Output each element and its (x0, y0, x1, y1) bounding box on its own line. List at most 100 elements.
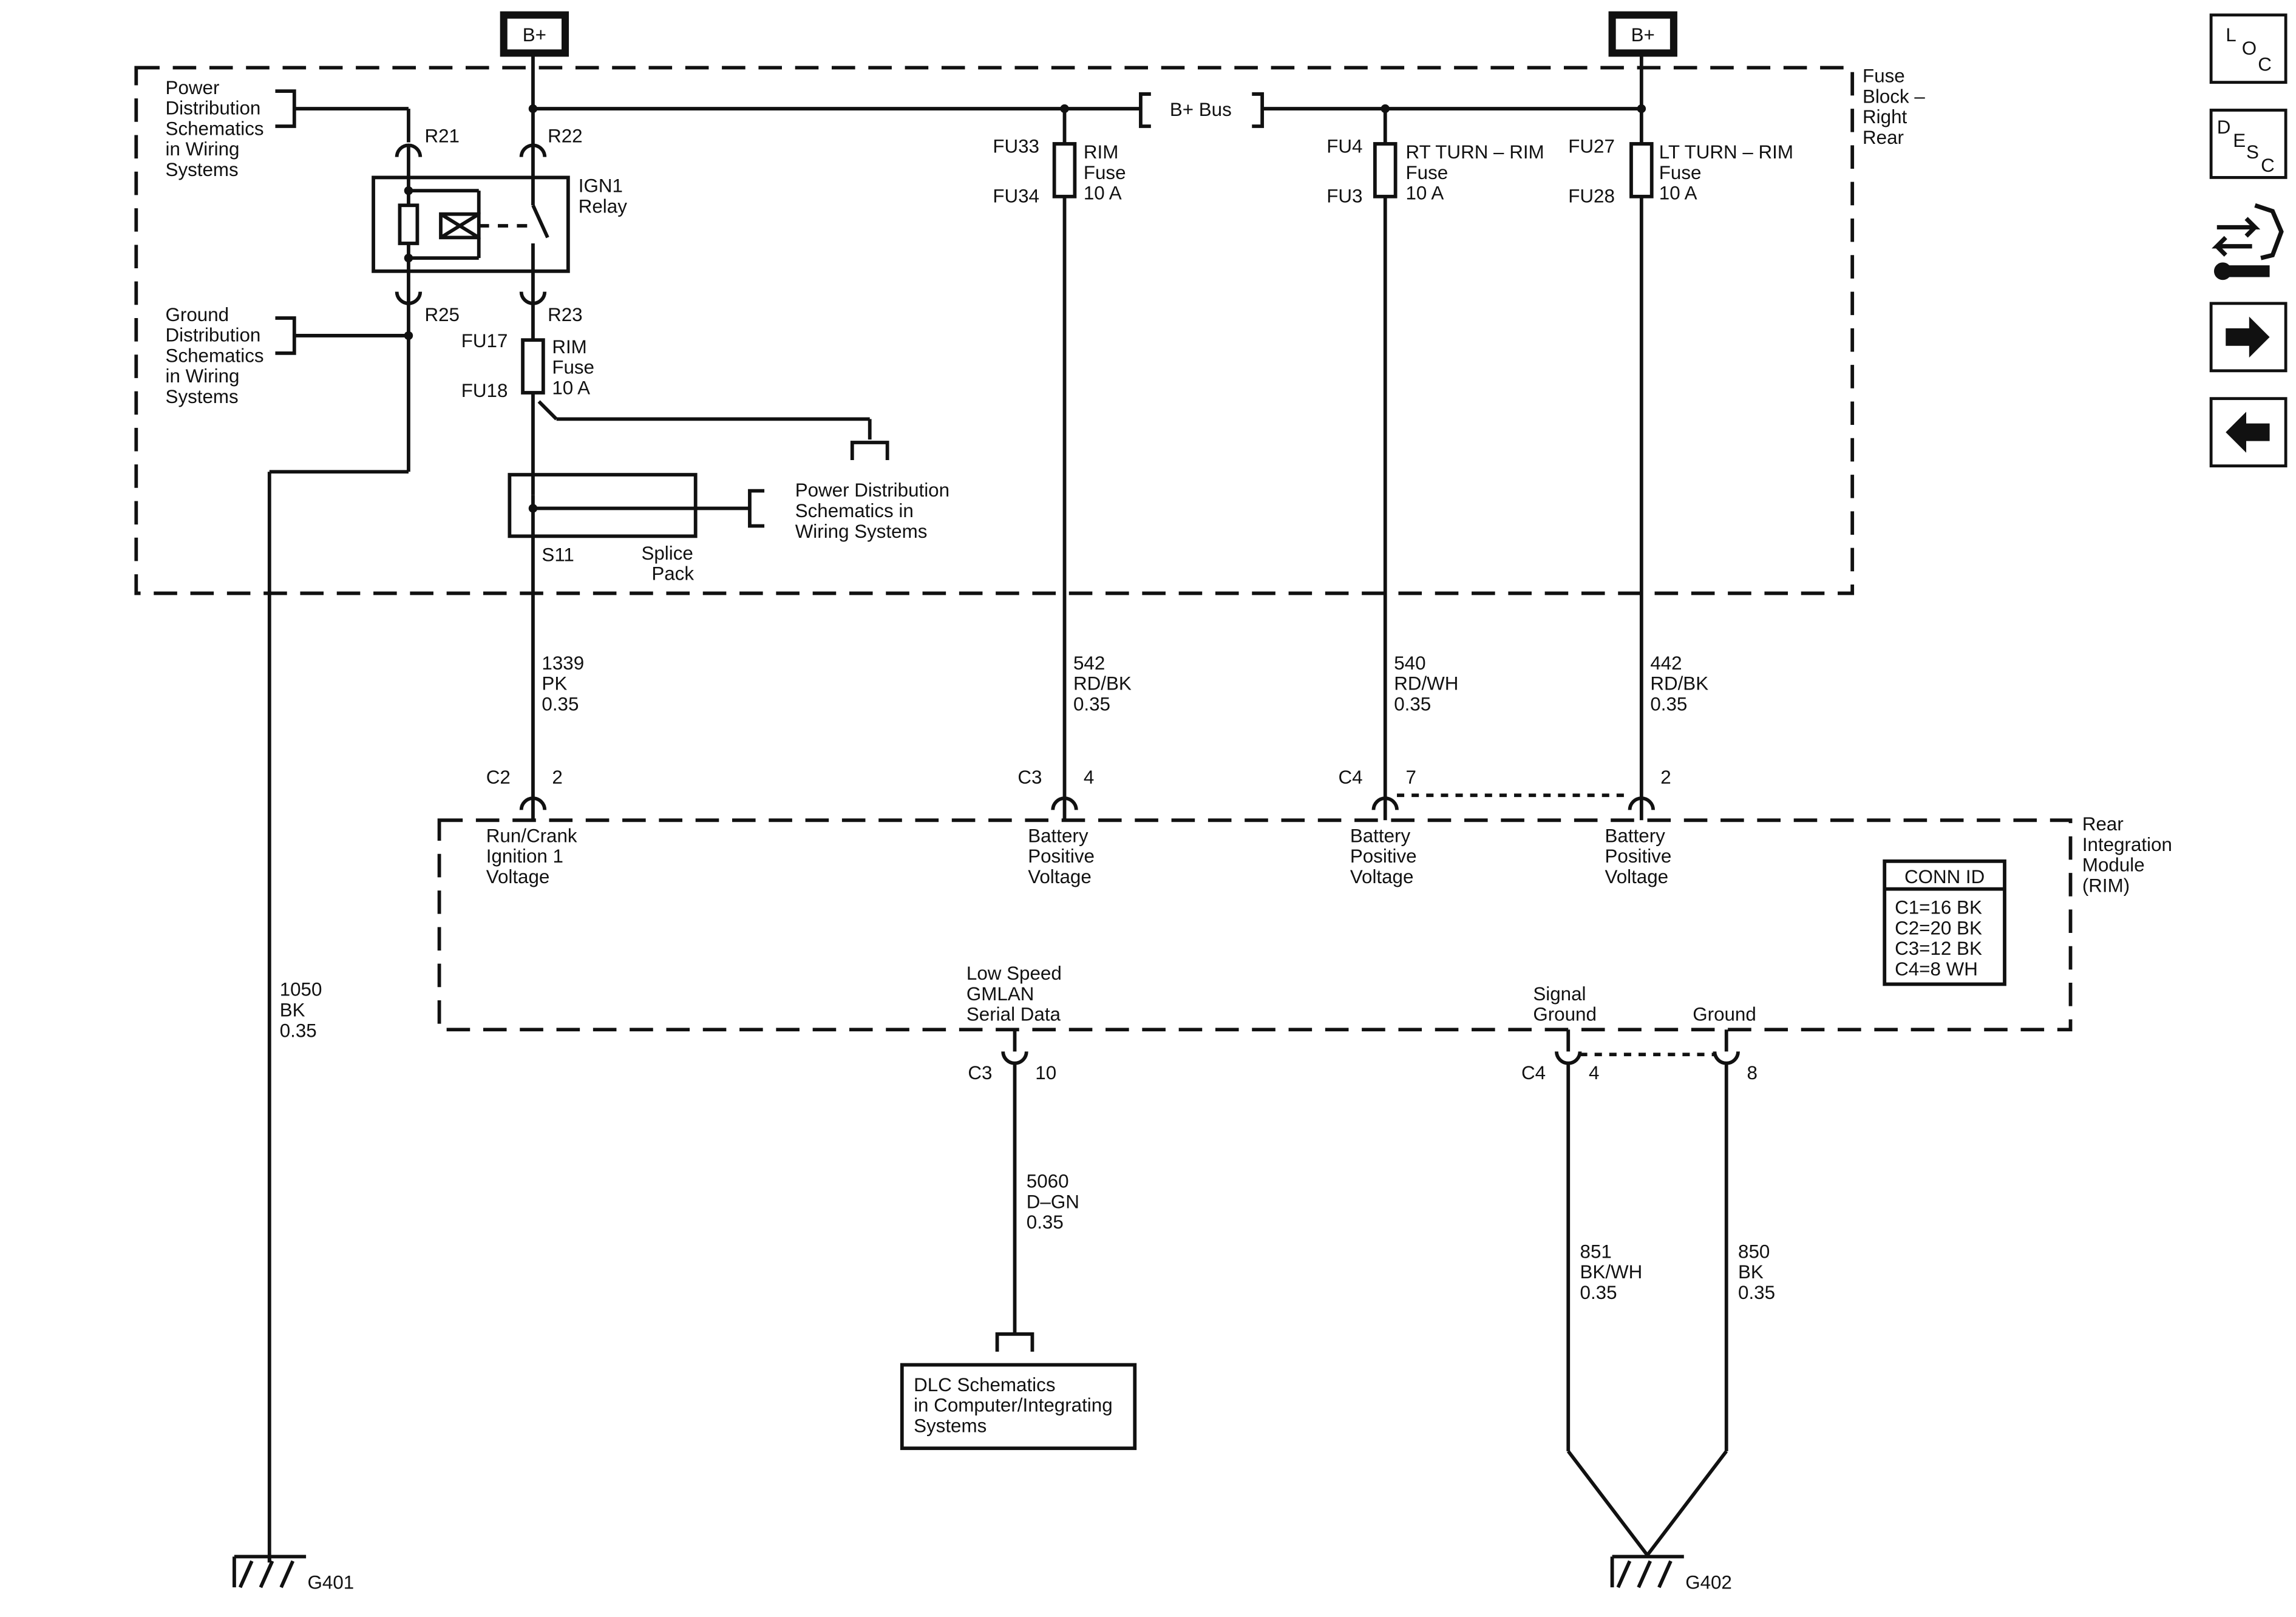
svg-text:IGN1: IGN1 (579, 175, 623, 197)
svg-text:O: O (2242, 38, 2257, 59)
svg-text:GMLAN: GMLAN (966, 983, 1034, 1005)
svg-text:RD/WH: RD/WH (1394, 673, 1458, 694)
rim-output-ground: Ground (1693, 1004, 1756, 1025)
svg-text:Battery: Battery (1605, 825, 1666, 846)
svg-text:S11: S11 (542, 544, 574, 565)
svg-text:RD/BK: RD/BK (1650, 673, 1708, 694)
svg-text:FU17: FU17 (461, 330, 508, 351)
rim-input-run-crank: Run/Crank Ignition 1 Voltage (486, 825, 577, 887)
svg-text:10 A: 10 A (1406, 183, 1444, 204)
svg-text:Splice: Splice (641, 543, 693, 564)
svg-text:Low Speed: Low Speed (966, 963, 1062, 984)
svg-text:DLC Schematics: DLC Schematics (914, 1374, 1055, 1395)
connector-c4-pin7: C4 7 (1339, 767, 1416, 821)
b-plus-right: B+ (1608, 11, 1677, 57)
svg-text:Battery: Battery (1350, 825, 1411, 846)
svg-text:442: 442 (1650, 653, 1682, 674)
svg-text:0.35: 0.35 (1394, 693, 1431, 714)
svg-text:Systems: Systems (166, 386, 239, 407)
svg-text:Pack: Pack (651, 563, 694, 585)
svg-text:C: C (2258, 53, 2272, 75)
svg-text:RIM: RIM (1084, 141, 1118, 163)
fuse-fu27: FU27 FU28 LT TURN – RIM Fuse 10 A (1568, 109, 1793, 206)
arrow-right-icon (2226, 316, 2270, 358)
svg-text:540: 540 (1394, 653, 1425, 674)
svg-text:Rear: Rear (2082, 813, 2124, 835)
svg-text:Ground: Ground (166, 304, 229, 325)
power-distribution-ref-top: Power Distribution Schematics in Wiring … (166, 77, 410, 180)
svg-text:Voltage: Voltage (1605, 866, 1669, 887)
svg-text:Voltage: Voltage (486, 866, 550, 887)
svg-text:S: S (2246, 141, 2259, 163)
next-page-button[interactable] (2209, 302, 2288, 373)
rim-output-gmlan: Low Speed GMLAN Serial Data (966, 963, 1062, 1025)
svg-text:Battery: Battery (1028, 825, 1089, 846)
svg-text:R23: R23 (548, 304, 583, 325)
svg-text:Systems: Systems (914, 1415, 987, 1437)
svg-text:C2=20 BK: C2=20 BK (1895, 917, 1982, 938)
svg-text:0.35: 0.35 (280, 1020, 317, 1041)
b-plus-bus-label: B+ Bus (1170, 99, 1232, 120)
fuse-fu33: FU33 FU34 RIM Fuse 10 A (993, 109, 1126, 206)
svg-text:1339: 1339 (542, 653, 584, 674)
splice-pack-s11: S11 Splice Pack (508, 473, 750, 585)
location-button[interactable]: L O C (2209, 13, 2288, 84)
svg-text:2: 2 (552, 767, 562, 788)
svg-text:Run/Crank: Run/Crank (486, 825, 577, 846)
svg-text:8: 8 (1747, 1062, 1758, 1083)
fuse-fu17: FU17 FU18 RIM Fuse 10 A (461, 303, 594, 495)
svg-text:5060: 5060 (1027, 1171, 1069, 1192)
connector-c3-pin10: C3 10 (968, 1029, 1056, 1083)
arrow-left-icon (2226, 412, 2270, 453)
svg-text:in Wiring: in Wiring (166, 365, 240, 387)
svg-text:FU3: FU3 (1326, 185, 1362, 206)
svg-text:7: 7 (1406, 767, 1416, 788)
svg-text:BK/WH: BK/WH (1580, 1261, 1643, 1283)
rim-output-signal-ground: Signal Ground (1533, 983, 1597, 1025)
svg-text:E: E (2233, 130, 2246, 151)
svg-text:Schematics: Schematics (166, 118, 264, 139)
rim-input-battery-1: Battery Positive Voltage (1028, 825, 1095, 887)
svg-text:C4: C4 (1339, 767, 1363, 788)
connector-c4-pin4: C4 4 (1521, 1029, 1599, 1083)
svg-text:0.35: 0.35 (1027, 1212, 1064, 1233)
svg-text:R25: R25 (424, 304, 460, 325)
svg-text:10: 10 (1035, 1062, 1056, 1083)
svg-text:Fuse: Fuse (1406, 162, 1449, 183)
svg-text:Signal: Signal (1533, 983, 1586, 1005)
connector-tool-icon[interactable] (2212, 203, 2284, 280)
svg-text:RIM: RIM (552, 336, 586, 358)
svg-text:C3=12 BK: C3=12 BK (1895, 938, 1982, 959)
svg-text:C3: C3 (968, 1062, 992, 1083)
svg-text:2: 2 (1660, 767, 1671, 788)
svg-text:0.35: 0.35 (1650, 693, 1687, 714)
svg-text:Positive: Positive (1350, 846, 1417, 867)
b-plus-left-label: B+ (523, 24, 546, 46)
svg-text:FU28: FU28 (1568, 185, 1615, 206)
svg-text:Serial Data: Serial Data (966, 1004, 1061, 1025)
svg-text:Voltage: Voltage (1028, 866, 1092, 887)
ground-distribution-ref: Ground Distribution Schematics in Wiring… (166, 304, 409, 407)
svg-text:CONN ID: CONN ID (1904, 866, 1985, 887)
rim-input-battery-2: Battery Positive Voltage (1350, 825, 1417, 887)
svg-text:0.35: 0.35 (1580, 1282, 1617, 1303)
svg-text:R22: R22 (548, 126, 583, 147)
svg-text:4: 4 (1589, 1062, 1599, 1083)
previous-page-button[interactable] (2209, 397, 2288, 468)
svg-text:C: C (2261, 155, 2275, 176)
svg-text:BK: BK (1738, 1261, 1764, 1283)
wire-1339: 1339 PK 0.35 (542, 653, 584, 715)
svg-text:in Computer/Integrating: in Computer/Integrating (914, 1395, 1113, 1416)
svg-text:542: 542 (1073, 653, 1105, 674)
rim-input-battery-3: Battery Positive Voltage (1605, 825, 1672, 887)
connector-pin2-c4: 2 (1628, 767, 1671, 821)
svg-text:Schematics in: Schematics in (795, 500, 914, 521)
conn-id-table: CONN ID C1=16 BK C2=20 BK C3=12 BK C4=8 … (1883, 859, 2006, 986)
svg-text:Power Distribution: Power Distribution (795, 480, 949, 501)
svg-text:G402: G402 (1685, 1572, 1732, 1593)
svg-text:Ignition 1: Ignition 1 (486, 846, 563, 867)
relay-pin-r25: R25 (395, 271, 460, 325)
description-button[interactable]: D E S C (2209, 109, 2288, 179)
svg-text:in Wiring: in Wiring (166, 138, 240, 160)
